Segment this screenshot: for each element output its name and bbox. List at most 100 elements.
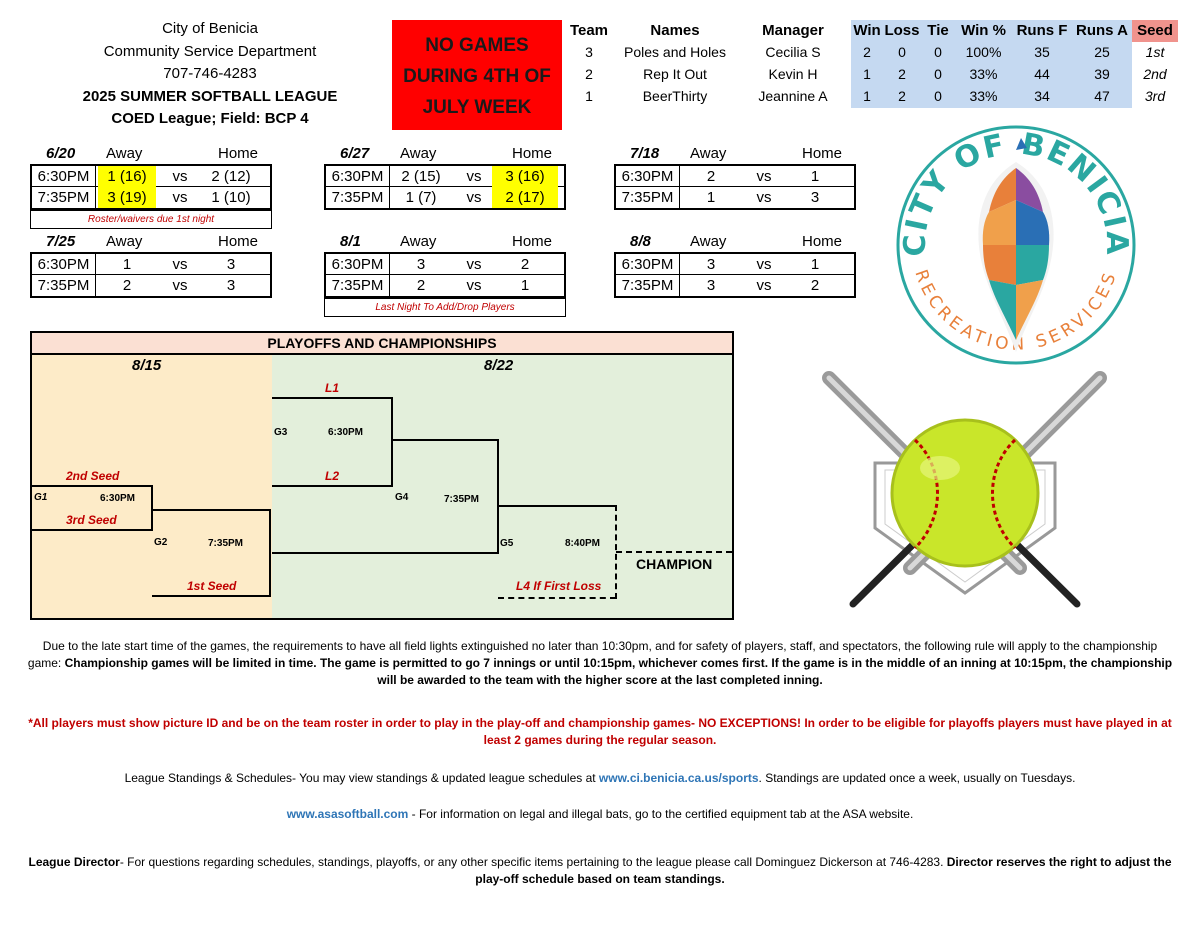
game-time: 7:35PM xyxy=(616,187,680,208)
home-team: 3 xyxy=(226,256,236,273)
eligibility-rule: *All players must show picture ID and be… xyxy=(28,716,1172,747)
standings-cell: 25 xyxy=(1094,44,1110,60)
loser-2-label: L2 xyxy=(325,469,340,483)
bats-info: www.asasoftball.com - For information on… xyxy=(25,806,1175,823)
away-header: Away xyxy=(106,145,143,162)
standings-cell: 47 xyxy=(1094,88,1110,104)
away-header: Away xyxy=(690,233,727,250)
away-header: Away xyxy=(400,145,437,162)
game-time: 6:30PM xyxy=(32,166,96,187)
home-header: Home xyxy=(802,233,843,250)
vs-label: vs xyxy=(172,189,188,206)
standings-header-0: Team xyxy=(569,22,609,39)
home-team: 1 xyxy=(520,277,530,294)
week-date: 6/27 xyxy=(340,145,370,162)
vs-label: vs xyxy=(756,189,772,206)
standings-cell: 3rd xyxy=(1144,88,1166,104)
away-team: 2 xyxy=(416,277,426,294)
standings-cell: 1 xyxy=(585,88,593,104)
home-team: 3 xyxy=(226,277,236,294)
sports-website-link[interactable]: www.ci.benicia.ca.us/sports xyxy=(598,771,759,785)
vs-label: vs xyxy=(466,189,482,206)
standings-cell: 3 xyxy=(585,44,593,60)
away-team: 1 (7) xyxy=(405,189,437,206)
home-team: 2 (17) xyxy=(492,187,558,208)
game-5-time: 8:40PM xyxy=(565,538,601,549)
week-note: Last Night To Add/Drop Players xyxy=(324,298,566,317)
standings-cell: 1 xyxy=(863,66,871,82)
home-team: 3 xyxy=(810,189,820,206)
game-3-time: 6:30PM xyxy=(328,427,364,438)
home-team: 1 xyxy=(810,168,820,185)
away-team: 2 xyxy=(706,168,716,185)
standings-cell: 0 xyxy=(898,44,906,60)
playoff-date-1: 8/15 xyxy=(132,357,162,374)
playoff-date-2: 8/22 xyxy=(484,357,514,374)
league-field: COED League; Field: BCP 4 xyxy=(111,110,309,127)
standings-cell: Rep It Out xyxy=(643,66,707,82)
away-team: 1 xyxy=(122,256,132,273)
phone-number: 707-746-4283 xyxy=(163,65,257,82)
vs-label: vs xyxy=(466,277,482,294)
home-header: Home xyxy=(512,145,553,162)
week-date: 7/18 xyxy=(630,145,660,162)
department-name: Community Service Department xyxy=(103,43,317,60)
vs-label: vs xyxy=(756,168,772,185)
game-time: 6:30PM xyxy=(616,166,680,187)
away-team: 2 (15) xyxy=(401,168,441,185)
standings-cell: Poles and Holes xyxy=(624,44,726,60)
seed-2-label: 2nd Seed xyxy=(66,469,120,483)
standings-cell: 2 xyxy=(585,66,593,82)
standings-cell: 0 xyxy=(934,44,942,60)
game-1-label: G1 xyxy=(34,492,48,503)
league-director-info: League Director- For questions regarding… xyxy=(25,854,1175,888)
standings-cell: 2 xyxy=(898,88,906,104)
home-header: Home xyxy=(218,145,259,162)
standings-cell: Cecilia S xyxy=(765,44,821,60)
standings-cell: 33% xyxy=(969,66,998,82)
game-time: 6:30PM xyxy=(326,166,390,187)
standings-update-note: . Standings are updated once a week, usu… xyxy=(758,771,1076,785)
standings-cell: 0 xyxy=(934,66,942,82)
vs-label: vs xyxy=(466,256,482,273)
no-games-notice: NO GAMES DURING 4TH OF JULY WEEK xyxy=(392,20,562,130)
home-header: Home xyxy=(218,233,259,250)
softball-bats-graphic xyxy=(815,368,1115,613)
game-4-label: G4 xyxy=(395,492,409,503)
standings-header-1: Names xyxy=(650,22,700,39)
standings-cell: 39 xyxy=(1094,66,1110,82)
home-team: 3 (16) xyxy=(492,166,558,187)
loser-4-label: L4 If First Loss xyxy=(516,579,602,593)
game-row: 7:35PM 1 (7) vs 2 (17) xyxy=(326,187,564,208)
away-team: 3 xyxy=(706,277,716,294)
game-time: 6:30PM xyxy=(616,254,680,275)
vs-label: vs xyxy=(172,168,188,185)
game-2-time: 7:35PM xyxy=(208,538,244,549)
seed-1-label: 1st Seed xyxy=(187,579,237,593)
city-of-benicia-logo: CITY OF BENICIA RECREATION SERVICES xyxy=(885,120,1147,370)
asa-website-link[interactable]: www.asasoftball.com xyxy=(286,807,409,821)
away-header: Away xyxy=(690,145,727,162)
week-date: 7/25 xyxy=(46,233,76,250)
away-team: 3 xyxy=(706,256,716,273)
standings-header-8: Runs A xyxy=(1076,22,1128,39)
game-3-label: G3 xyxy=(274,427,288,438)
standings-header-4: Loss xyxy=(884,22,920,39)
standings-cell: 44 xyxy=(1034,66,1050,82)
week-date: 6/20 xyxy=(46,145,76,162)
home-team: 1 xyxy=(810,256,820,273)
standings-header-6: Win % xyxy=(961,22,1006,39)
playoffs-title: PLAYOFFS AND CHAMPIONSHIPS xyxy=(32,333,732,355)
week-date: 8/1 xyxy=(340,233,361,250)
game-time: 7:35PM xyxy=(326,187,390,208)
away-header: Away xyxy=(106,233,143,250)
